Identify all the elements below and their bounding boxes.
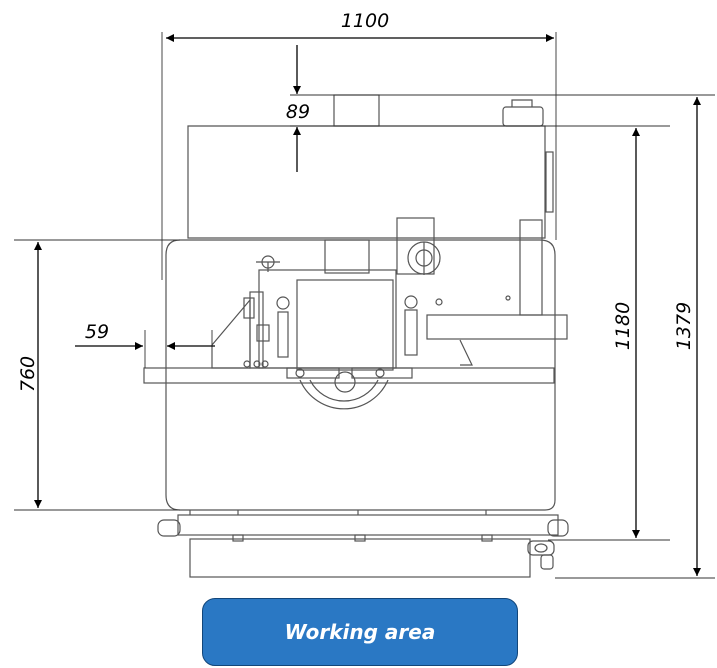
machine-outline xyxy=(143,94,569,578)
dimension-lines xyxy=(34,34,701,576)
dim-label-top-offset: 89 xyxy=(286,101,310,123)
working-area-button[interactable]: Working area xyxy=(202,598,518,666)
dim-label-table-height: 760 xyxy=(17,356,39,392)
working-area-button-label: Working area xyxy=(284,620,436,644)
dim-label-machine-height: 1180 xyxy=(612,302,634,350)
dim-label-total-height: 1379 xyxy=(673,302,695,350)
dim-label-side-offset: 59 xyxy=(85,321,109,343)
extension-lines xyxy=(14,32,715,579)
dim-label-width: 1100 xyxy=(341,10,389,32)
